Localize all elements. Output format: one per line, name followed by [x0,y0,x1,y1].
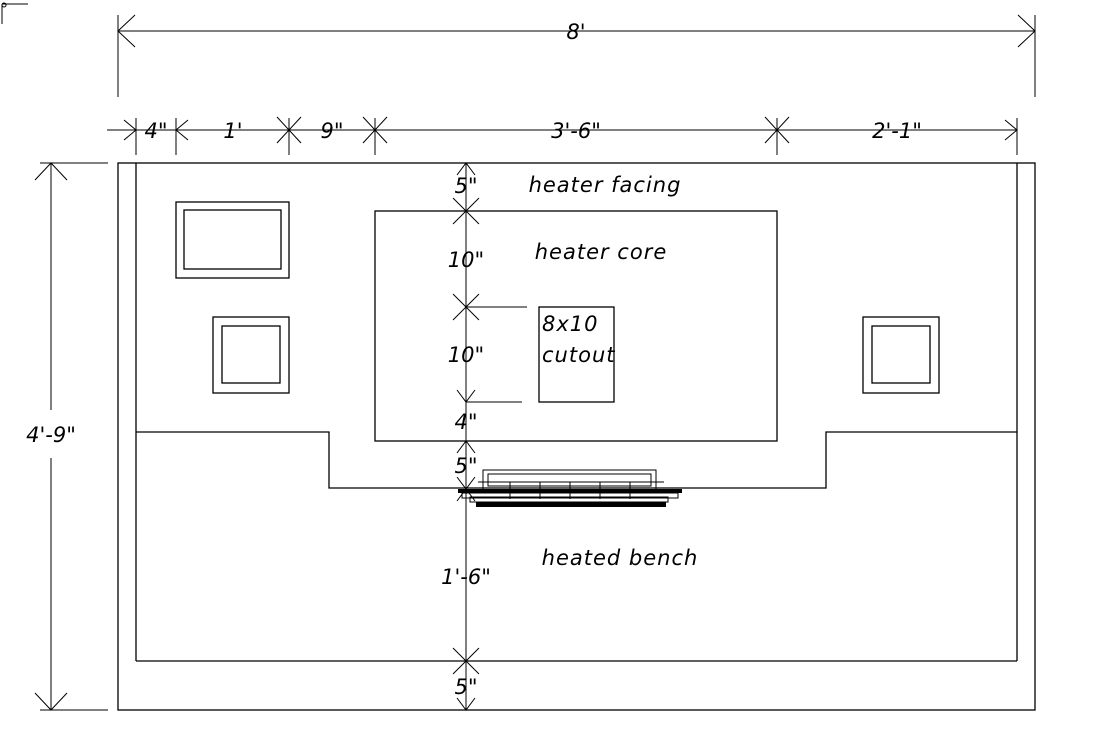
cutout-label-line1: 8x10 [542,312,599,336]
left-margin-text: 4" [144,119,167,143]
top-facing-text: 5" [454,174,477,198]
overall-width-dimension [117,14,1036,97]
core-width-text: 3'-6" [551,119,601,143]
gap-text: 9" [320,119,343,143]
top-chain-dimension [107,116,1018,155]
small-window-text: 1' [223,119,242,143]
inner-outline [135,163,1018,662]
core-upper-text: 10" [448,248,484,272]
window-small-right [862,316,940,394]
core-lower-text: 4" [454,410,477,434]
overall-width-text: 8' [566,20,585,44]
ucs-icon [1,2,28,24]
cutout-label-line2: cutout [542,343,615,367]
bench-top-profile [136,431,1017,489]
heater-core-outline [374,210,778,442]
step-text: 5" [454,454,477,478]
cutout-height-text: 10" [448,343,484,367]
window-large [175,201,290,279]
overall-height-dimension [34,162,108,711]
firebox-grate [458,469,682,507]
outer-outline [117,162,1036,711]
heated-bench-label: heated bench [542,546,699,570]
heater-facing-label: heater facing [529,173,682,197]
heater-core-label: heater core [535,240,668,264]
bench-text: 1'-6" [441,565,491,589]
right-span-text: 2'-1" [872,119,922,143]
vertical-chain-dimension [452,162,527,711]
bottom-facing-text: 5" [454,675,477,699]
cutout-outline [538,306,615,403]
window-small-left [212,316,290,394]
overall-height-text: 4'-9" [26,423,76,447]
